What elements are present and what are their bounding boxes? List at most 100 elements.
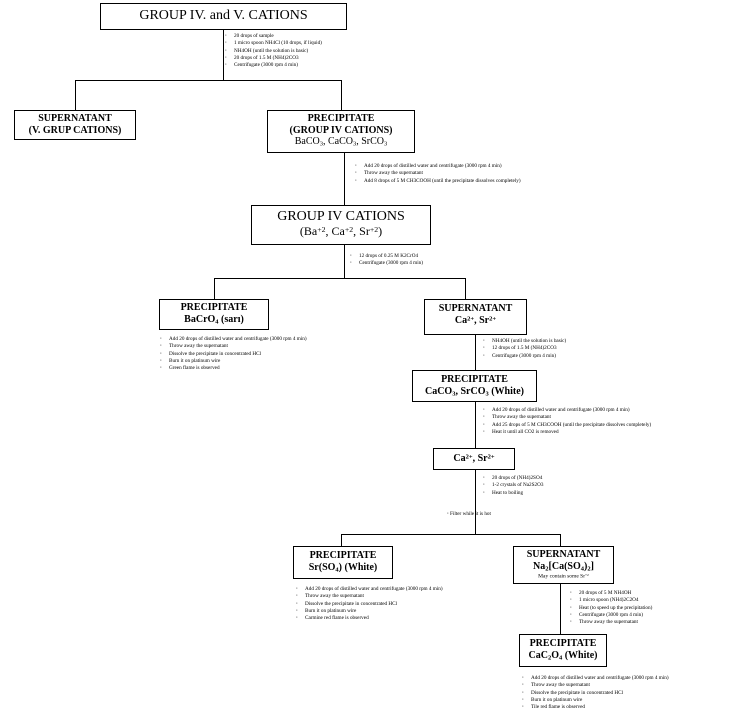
procedure-step-list: Add 20 drops of distilled water and cent… [522, 675, 669, 711]
connector [341, 534, 560, 535]
procedure-step: Throw away the supernatant [570, 619, 652, 626]
box-line: Sr(SO4) (White) [308, 561, 378, 574]
box-line: PRECIPITATE [307, 113, 375, 124]
procedure-step-list: 20 drops of sample 1 micro spoon NH4Cl (… [225, 33, 322, 69]
procedure-step: Add 20 drops of distilled water and cent… [483, 407, 651, 414]
precipitate-bacro4-box: PRECIPITATE BaCrO4 (sarı) [159, 299, 269, 330]
connector [475, 402, 476, 448]
procedure-step: Throw away the supernatant [483, 414, 651, 421]
procedure-step: 1 micro spoon NH4Cl (10 drops, if liquid… [225, 40, 322, 47]
procedure-step: Heat (to speed up the precipitation) [570, 605, 652, 612]
box-line: PRECIPITATE [180, 302, 248, 313]
supernatant-ca-sr-box: SUPERNATANT Ca2+, Sr2+ [424, 299, 527, 335]
procedure-step: Heat it until all CO2 is removed [483, 429, 651, 436]
precipitate-caco3-srco3-box: PRECIPITATE CaCO3, SrCO3 (White) [412, 370, 537, 402]
procedure-step-list: NH4OH (until the solution is basic) 12 d… [483, 338, 566, 360]
procedure-step: 12 drops of 1.5 M (NH4)2CO3 [483, 345, 566, 352]
procedure-step: Green flame is observed [160, 365, 307, 372]
procedure-step: NH4OH (until the solution is basic) [483, 338, 566, 345]
box-line: May contain some Sr+2 [538, 572, 589, 580]
box-line: Ca2+, Sr2+ [453, 453, 495, 464]
box-line: PRECIPITATE [529, 638, 597, 649]
box-line: CaCO3, SrCO3 (White) [424, 385, 524, 398]
box-line: PRECIPITATE [441, 374, 508, 385]
procedure-step: Add 25 drops of 5 M CH3COOH (until the p… [483, 422, 651, 429]
box-line: CaC2O4 (White) [528, 649, 598, 662]
procedure-step: 1-2 crystals of Na2S2O3 [483, 482, 543, 489]
procedure-step-list: 20 drops of 5 M NH4OH 1 micro spoon (NH4… [570, 590, 652, 626]
connector [214, 278, 215, 299]
procedure-step: Throw away the supernatant [296, 593, 443, 600]
procedure-step: Burn it on platinum wire [522, 697, 669, 704]
procedure-step: 12 drops of 0.25 M K2CrO4 [350, 253, 423, 260]
procedure-step: Centrifugate (3000 rpm 4 min) [570, 612, 652, 619]
group-iv-cations-box: GROUP IV CATIONS (Ba+2, Ca+2, Sr+2) [251, 205, 431, 245]
procedure-step: 1 micro spoon (NH4)2C2O4 [570, 597, 652, 604]
box-line: GROUP IV CATIONS [277, 209, 405, 224]
connector [75, 80, 341, 81]
procedure-step-list: Add 20 drops of distilled water and cent… [160, 336, 307, 372]
box-line: Ca2+, Sr2+ [454, 314, 497, 326]
ca-sr-box: Ca2+, Sr2+ [433, 448, 515, 470]
connector [560, 534, 561, 546]
precipitate-srso4-box: PRECIPITATE Sr(SO4) (White) [293, 546, 393, 579]
procedure-step: Burn it on platinum wire [296, 608, 443, 615]
box-line: BaCO3, CaCO3, SrCO3 [294, 136, 388, 148]
procedure-step: Throw away the supernatant [522, 682, 669, 689]
supernatant-na-box: SUPERNATANT Na2[Ca(SO4)2] May contain so… [513, 546, 614, 584]
connector [214, 278, 465, 279]
procedure-step-list: Add 20 drops of distilled water and cent… [483, 407, 651, 436]
supernatant-v-box: SUPERNATANT (V. GRUP CATIONS) [14, 110, 136, 140]
procedure-step: Throw away the supernatant [160, 343, 307, 350]
box-line: (GROUP IV CATIONS) [289, 124, 393, 136]
procedure-step: Add 20 drops of distilled water and cent… [522, 675, 669, 682]
connector [344, 153, 345, 205]
box-line: SUPERNATANT [526, 549, 601, 560]
procedure-step: Add 20 drops of distilled water and cent… [160, 336, 307, 343]
connector [341, 80, 342, 110]
connector [475, 470, 476, 534]
procedure-step: Centrifugate (3000 rpm 4 min) [483, 353, 566, 360]
box-line: (Ba+2, Ca+2, Sr+2) [299, 224, 383, 239]
precipitate-group-iv-box: PRECIPITATE (GROUP IV CATIONS) BaCO3, Ca… [267, 110, 415, 153]
procedure-step: 20 drops of (NH4)2SO4 [483, 475, 543, 482]
procedure-step: Burn it on platinum wire [160, 358, 307, 365]
connector [223, 30, 224, 80]
connector [475, 335, 476, 370]
procedure-step: Carmine red flame is observed [296, 615, 443, 622]
procedure-step-list: 12 drops of 0.25 M K2CrO4 Centrifugate (… [350, 253, 423, 268]
procedure-step: 20 drops of 5 M NH4OH [570, 590, 652, 597]
procedure-step: Centrifugate (3000 rpm 4 min) [350, 260, 423, 267]
procedure-step: Add 20 drops of distilled water and cent… [355, 163, 521, 170]
procedure-step: 20 drops of 1.5 M (NH4)2CO3 [225, 55, 322, 62]
procedure-step: 20 drops of sample [225, 33, 322, 40]
procedure-step: Tile red flame is observed [522, 704, 669, 711]
procedure-step-list: Add 20 drops of distilled water and cent… [296, 586, 443, 622]
connector [465, 278, 466, 299]
connector [560, 584, 561, 634]
procedure-step-list: 20 drops of (NH4)2SO4 1-2 crystals of Na… [483, 475, 543, 497]
procedure-step: Heat to boiling [483, 490, 543, 497]
connector [75, 80, 76, 110]
connector [341, 534, 342, 546]
box-line: (V. GRUP CATIONS) [28, 124, 122, 136]
connector [344, 245, 345, 278]
precipitate-cac2o4-box: PRECIPITATE CaC2O4 (White) [519, 634, 607, 667]
box-line: PRECIPITATE [309, 550, 377, 561]
group-iv-v-cations-box: GROUP IV. and V. CATIONS [100, 3, 347, 30]
filter-note: Filter while it is hot [447, 511, 491, 517]
box-line: SUPERNATANT [38, 113, 112, 124]
box-title: GROUP IV. and V. CATIONS [139, 8, 308, 23]
procedure-step-list: Add 20 drops of distilled water and cent… [355, 163, 521, 185]
procedure-step: NH4OH (until the solution is basic) [225, 48, 322, 55]
procedure-step: Add 20 drops of distilled water and cent… [296, 586, 443, 593]
procedure-step: Dissolve the precipitate in concentrated… [296, 601, 443, 608]
procedure-step: Add 8 drops of 5 M CH3COOH (until the pr… [355, 178, 521, 185]
procedure-step: Throw away the supernatant [355, 170, 521, 177]
procedure-step: Centrifugate (3000 rpm 4 min) [225, 62, 322, 69]
box-line: BaCrO4 (sarı) [184, 313, 244, 326]
box-line: SUPERNATANT [438, 303, 513, 314]
procedure-step: Dissolve the precipitate in concentrated… [522, 690, 669, 697]
procedure-step: Dissolve the precipitate in concentrated… [160, 351, 307, 358]
box-line: Na2[Ca(SO4)2] [533, 560, 594, 573]
